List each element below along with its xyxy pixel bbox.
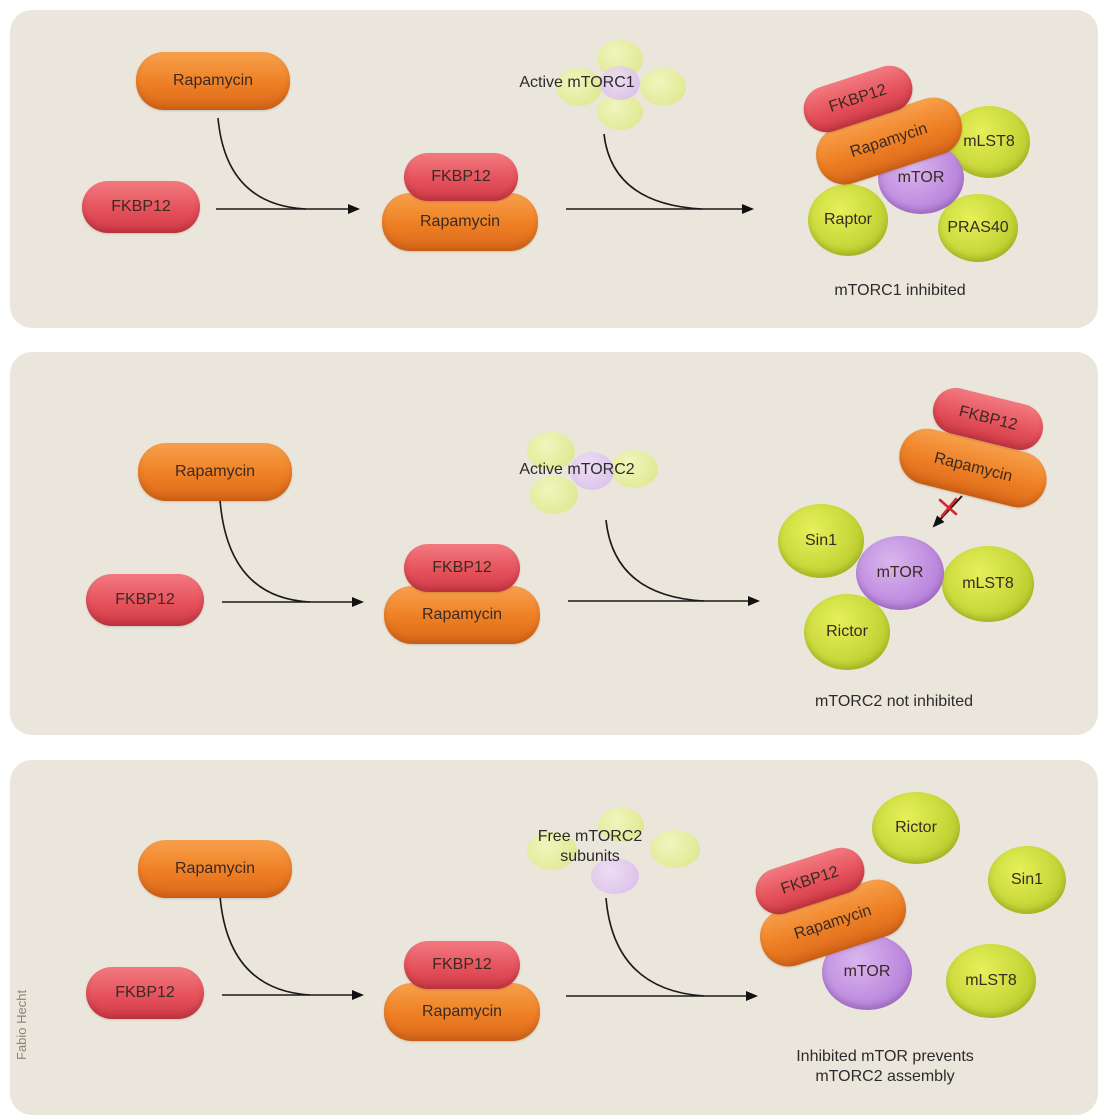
arrow-curve-free-subunits xyxy=(605,897,705,997)
active-mtorc2-label: Active mTORC2 xyxy=(519,461,635,478)
caption-line-2: mTORC2 assembly xyxy=(815,1068,955,1085)
sin1-subunit: Sin1 xyxy=(778,504,864,578)
arrow-curve-rapamycin-3 xyxy=(219,895,311,996)
fkbp12-protein: FKBP12 xyxy=(86,967,204,1019)
arrow-curve-mtorc1 xyxy=(603,133,703,210)
blocked-binding-arrow xyxy=(932,495,963,528)
arrow-curve-mtorc2 xyxy=(605,519,705,602)
complex-fkbp12: FKBP12 xyxy=(404,941,520,989)
rictor-subunit: Rictor xyxy=(804,594,890,670)
rapamycin-molecule: Rapamycin xyxy=(138,443,292,501)
complex-fkbp12: FKBP12 xyxy=(404,153,518,201)
sin1-subunit: Sin1 xyxy=(988,846,1066,914)
fkbp12-protein: FKBP12 xyxy=(82,181,200,233)
free-mtorc2-subunits-label: Free mTORC2 subunits xyxy=(508,827,672,867)
caption-line-1: Inhibited mTOR prevents xyxy=(796,1048,974,1065)
mlst8-subunit: mLST8 xyxy=(946,944,1036,1018)
mtorc1-inhibited-caption: mTORC1 inhibited xyxy=(834,282,966,299)
complex-rapamycin: Rapamycin xyxy=(384,983,540,1041)
mtor-kinase: mTOR xyxy=(856,536,944,610)
arrow-curve-rapamycin-1 xyxy=(217,117,307,210)
free-label-line-1: Free mTORC2 xyxy=(537,828,643,845)
free-label-line-2: subunits xyxy=(560,848,620,865)
complex-rapamycin: Rapamycin xyxy=(384,586,540,644)
complex-rapamycin: Rapamycin xyxy=(382,193,538,251)
inhibited-mtor-caption: Inhibited mTOR prevents mTORC2 assembly xyxy=(770,1047,1000,1087)
rictor-subunit: Rictor xyxy=(872,792,960,864)
pras40-subunit: PRAS40 xyxy=(938,194,1018,262)
block-x-mark xyxy=(938,497,958,518)
arrow-curve-rapamycin-2 xyxy=(219,499,311,603)
active-mtorc1-label: Active mTORC1 xyxy=(519,74,635,91)
rapamycin-molecule: Rapamycin xyxy=(136,52,290,110)
fkbp12-protein: FKBP12 xyxy=(86,574,204,626)
rapamycin-molecule: Rapamycin xyxy=(138,840,292,898)
mtorc2-not-inhibited-caption: mTORC2 not inhibited xyxy=(815,693,973,710)
complex-fkbp12: FKBP12 xyxy=(404,544,520,592)
illustrator-credit: Fabio Hecht xyxy=(14,989,29,1060)
raptor-subunit: Raptor xyxy=(808,184,888,256)
mlst8-subunit: mLST8 xyxy=(942,546,1034,622)
